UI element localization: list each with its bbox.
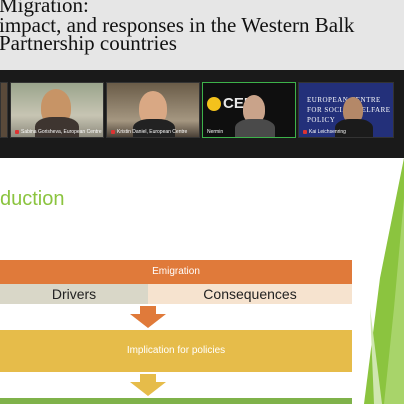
mic-muted-icon — [111, 130, 115, 134]
participant-tile-2[interactable]: Kristin Daniel, European Centre — [106, 82, 200, 138]
participant-name-label: Nermin — [207, 129, 224, 135]
participant-name-label: Kai Leichsenring — [303, 129, 346, 135]
presentation-slide: duction Emigration Drivers Consequences … — [0, 158, 404, 404]
drivers-box: Drivers — [0, 284, 148, 304]
participant-tile-1[interactable]: Sabina Gorisheva, European Centre — [10, 82, 104, 138]
participant-tile-3-active-speaker[interactable]: CEDI Nermin — [202, 82, 296, 138]
participant-name-label: Kristin Daniel, European Centre — [111, 129, 187, 135]
participant-video — [343, 97, 363, 123]
participant-video-strip: Sabina Gorisheva, European Centre Kristi… — [0, 70, 404, 158]
participant-name-label: Sabina Gorisheva, European Centre — [15, 129, 102, 135]
decorative-green-shape — [364, 158, 404, 404]
header-line-3: Partnership countries — [0, 31, 177, 55]
participant-body — [335, 119, 373, 137]
consequences-box: Consequences — [148, 284, 352, 304]
participant-body — [35, 117, 79, 137]
emigration-box: Emigration — [0, 260, 352, 284]
header-line-2: impact, and responses in the Western Bal… — [0, 13, 355, 37]
down-arrow-icon — [130, 374, 166, 396]
participant-tile-4[interactable]: EUROPEAN CENTRE FOR SOCIAL WELFARE POLIC… — [298, 82, 394, 138]
implication-box: Implication for policies — [0, 330, 352, 372]
participant-body — [235, 119, 275, 137]
mic-muted-icon — [303, 130, 307, 134]
codedi-sun-icon — [207, 97, 221, 111]
mic-muted-icon — [15, 130, 19, 134]
header-line-1: Migration: — [0, 0, 89, 17]
participant-body — [133, 119, 175, 137]
participant-video — [243, 95, 265, 123]
slide-title: duction — [0, 188, 65, 210]
participant-tile-partial[interactable] — [0, 82, 8, 138]
next-box-partial — [0, 398, 352, 404]
slide-header: Migration: impact, and responses in the … — [0, 0, 404, 70]
down-arrow-icon — [130, 306, 166, 328]
